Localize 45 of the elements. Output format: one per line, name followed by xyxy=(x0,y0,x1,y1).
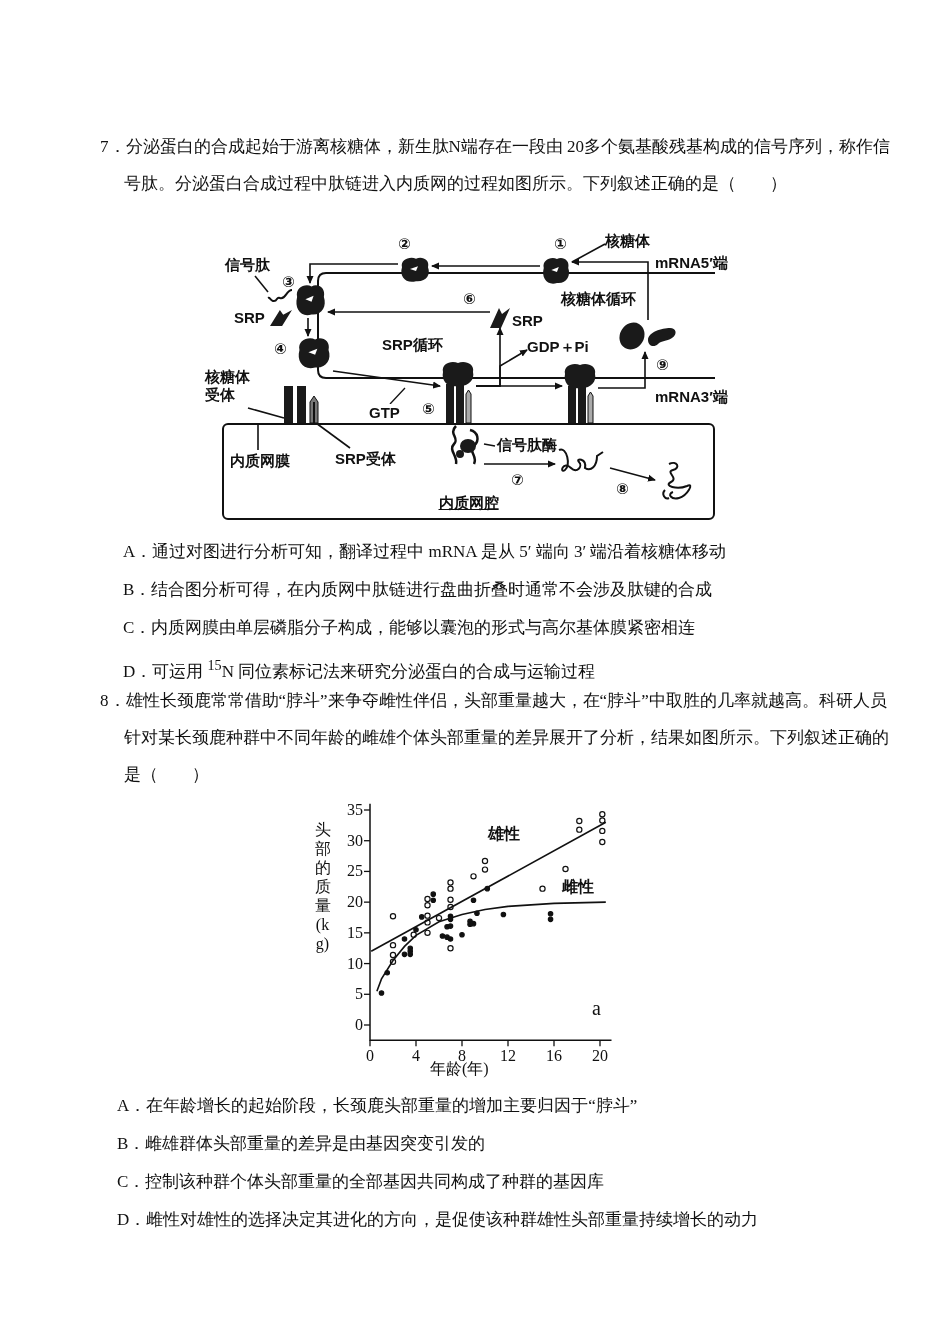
tick-label: 15 xyxy=(347,922,363,943)
question-text: B．结合图分析可得，在内质网中肽链进行盘曲折叠时通常不会涉及肽键的合成 xyxy=(123,579,714,601)
tick-label: 4 xyxy=(411,1046,421,1067)
tick-label: 20 xyxy=(347,892,363,913)
edge-label: ⑦ xyxy=(510,471,525,488)
series-label: 雄性 xyxy=(488,824,520,844)
axis-title: 年龄(年) xyxy=(430,1060,489,1079)
tick-label: 5 xyxy=(355,984,363,1005)
edge-label: ⑥ xyxy=(462,290,477,307)
diagram-label: ⑤ xyxy=(422,400,435,418)
edge-label: ⑧ xyxy=(615,480,630,497)
diagram-label: ④ xyxy=(274,340,287,358)
edge-label: ⑨ xyxy=(655,356,670,373)
question-text: B．雌雄群体头部重量的差异是由基因突变引发的 xyxy=(117,1133,487,1155)
diagram-label: SRP循环 xyxy=(382,336,443,354)
diagram-label: mRNA5′端 xyxy=(655,254,728,272)
tick-label: 25 xyxy=(347,861,363,882)
diagram-label: SRP xyxy=(234,309,265,327)
question-text: D．雌性对雄性的选择决定其进化的方向，是促使该种群雄性头部重量持续增长的动力 xyxy=(117,1209,760,1231)
tick-label: 0 xyxy=(355,1015,363,1035)
tick-label: 35 xyxy=(347,800,363,820)
region-label: 内质网腔 xyxy=(438,494,499,512)
question-text: A．通过对图进行分析可知，翻译过程中 mRNA 是从 5′ 端向 3′ 端沿着核糖体移动 xyxy=(123,541,728,563)
axis-title: 头部的质量(kg) xyxy=(314,820,331,953)
series-label: 雌性 xyxy=(562,877,594,897)
diagram-label: ① xyxy=(554,235,567,253)
panel-letter: a xyxy=(591,997,601,1019)
tick-label: 20 xyxy=(591,1046,609,1067)
tick-label: 10 xyxy=(347,953,363,974)
tick-label: 12 xyxy=(499,1046,517,1067)
diagram-label: mRNA3′端 xyxy=(655,388,728,406)
diagram-label: SRP xyxy=(512,312,543,330)
edge-label: GTP xyxy=(368,404,401,421)
question-text: C．控制该种群个体头部重量的全部基因共同构成了种群的基因库 xyxy=(117,1171,606,1193)
question-text: A．在年龄增长的起始阶段，长颈鹿头部重量的增加主要归因于“脖斗” xyxy=(117,1095,639,1117)
diagram-label: ② xyxy=(398,235,411,253)
question-text: D．可运用 $^{15}$N 同位素标记法来研究分泌蛋白的合成与运输过程 xyxy=(123,656,597,683)
diagram-label: ③ xyxy=(282,273,295,291)
tick-label: 16 xyxy=(545,1046,563,1067)
edge-label: 核糖体循环 xyxy=(560,290,637,307)
tick-label: 30 xyxy=(347,830,363,851)
tick-label: 0 xyxy=(365,1046,375,1067)
question-text: 8．雄性长颈鹿常常借助“脖斗”来争夺雌性伴侣，头部重量越大，在“脖斗”中取胜的几率就越高。科研人员针对某长颈鹿种群中不同年龄的雌雄个体头部重量的差异展开了分析，结果如图所示。下列叙述正确的是（ ） xyxy=(100,690,890,786)
question-text: 7．分泌蛋白的合成起始于游离核糖体，新生肽N端存在一段由 20多个氨基酸残基构成的信号序列，称作信号肽。分泌蛋白合成过程中肽链进入内质网的过程如图所示。下列叙述正确的是（ ） xyxy=(100,136,892,195)
question-text: C．内质网膜由单层磷脂分子构成，能够以囊泡的形式与高尔基体膜紧密相连 xyxy=(123,617,697,639)
